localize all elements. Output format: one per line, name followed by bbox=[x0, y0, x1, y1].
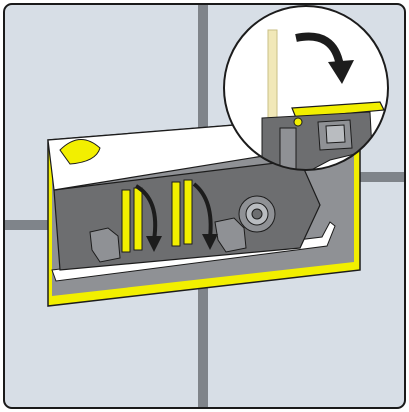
white-trim bbox=[51, 221, 336, 282]
curved-arrow-clockwise-icon bbox=[328, 60, 354, 84]
curved-arrow-down-icon bbox=[146, 236, 162, 252]
diagram-border bbox=[3, 3, 406, 409]
yellow-knob bbox=[59, 139, 101, 165]
detail-callout bbox=[223, 5, 389, 171]
curved-arrow-down-icon bbox=[192, 182, 213, 239]
curved-arrow-down-icon bbox=[134, 184, 158, 241]
curved-arrow-down-icon bbox=[202, 234, 218, 250]
curved-arrow-clockwise-icon bbox=[295, 32, 344, 67]
flush-mechanism bbox=[53, 159, 321, 271]
vertical-rod bbox=[267, 29, 278, 131]
